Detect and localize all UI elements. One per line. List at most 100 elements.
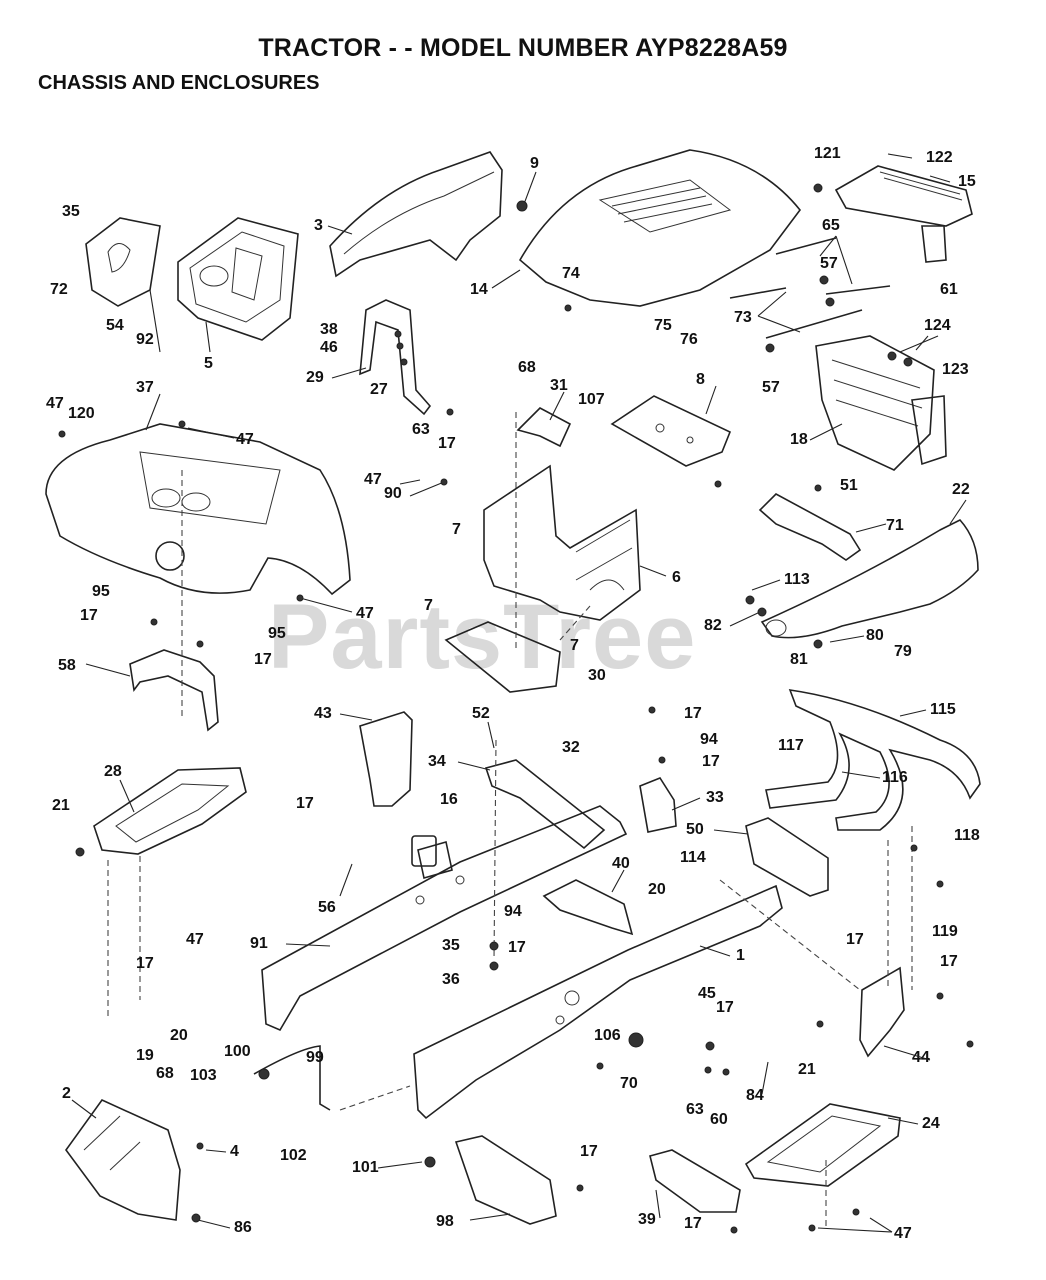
callout-82: 82 — [704, 617, 722, 634]
callout-43: 43 — [314, 705, 332, 722]
callout-79: 79 — [894, 643, 912, 660]
callout-35b: 35 — [442, 937, 460, 954]
callout-107: 107 — [578, 391, 605, 408]
rods-73-65-drawing — [729, 237, 891, 339]
bracket-44-drawing — [859, 966, 905, 1058]
callout-16: 16 — [440, 791, 458, 808]
frame-1-drawing — [413, 884, 783, 1120]
callout-117: 117 — [778, 737, 804, 754]
callout-65: 65 — [822, 217, 840, 234]
callout-94: 94 — [700, 731, 718, 748]
part-16-drawing — [411, 835, 437, 867]
callout-22: 22 — [952, 481, 970, 498]
callout-124: 124 — [924, 317, 951, 334]
callout-95b: 95 — [268, 625, 286, 642]
callout-1: 1 — [736, 947, 745, 964]
fender-3-drawing — [329, 151, 503, 278]
callout-63: 63 — [412, 421, 430, 438]
plate-8-drawing — [610, 395, 732, 467]
callout-20: 20 — [648, 881, 666, 898]
callout-14: 14 — [470, 281, 488, 298]
callout-32: 32 — [562, 739, 580, 756]
bumper-22-drawing — [760, 519, 979, 639]
callout-17j: 17 — [136, 955, 154, 972]
callout-21: 21 — [52, 797, 70, 814]
callout-47c: 47 — [364, 471, 382, 488]
callout-70: 70 — [620, 1075, 638, 1092]
grille-15-drawing — [834, 165, 973, 263]
guard-98-drawing — [454, 1135, 557, 1225]
callout-40: 40 — [612, 855, 630, 872]
leader-lines — [71, 153, 967, 1233]
callout-7: 7 — [452, 521, 461, 538]
callout-47e: 47 — [186, 931, 204, 948]
bracket-71-drawing — [758, 493, 862, 561]
callout-68b: 68 — [156, 1065, 174, 1082]
callout-35: 35 — [62, 203, 80, 220]
callout-80: 80 — [866, 627, 884, 644]
callout-54: 54 — [106, 317, 124, 334]
callout-33: 33 — [706, 789, 724, 806]
callout-101: 101 — [352, 1159, 379, 1176]
callout-7c: 7 — [570, 637, 579, 654]
callout-76: 76 — [680, 331, 698, 348]
callout-2: 2 — [62, 1085, 71, 1102]
callout-39: 39 — [638, 1211, 656, 1228]
callout-61: 61 — [940, 281, 958, 298]
roll-bar-115-drawing — [765, 689, 981, 831]
bracket-29-drawing — [359, 299, 432, 416]
callout-58: 58 — [58, 657, 76, 674]
bracket-31-drawing — [516, 407, 572, 448]
callout-17: 17 — [438, 435, 456, 452]
frame-91-drawing — [261, 805, 628, 1032]
callout-labels: 9 121 122 15 3 14 65 35 57 72 74 54 92 5… — [46, 145, 980, 1242]
firewall-6-drawing — [483, 464, 641, 621]
callout-115: 115 — [930, 701, 956, 718]
callout-122: 122 — [926, 149, 953, 166]
callout-51: 51 — [840, 477, 858, 494]
callout-17e: 17 — [702, 753, 720, 770]
fasteners — [58, 183, 974, 1234]
callout-94b: 94 — [504, 903, 522, 920]
callout-91: 91 — [250, 935, 268, 952]
callout-92: 92 — [136, 331, 154, 348]
callout-17c: 17 — [254, 651, 272, 668]
callout-8: 8 — [696, 371, 705, 388]
alignment-lines — [107, 412, 913, 1230]
callout-15: 15 — [958, 173, 976, 190]
callout-38: 38 — [320, 321, 338, 338]
callout-46: 46 — [320, 339, 338, 356]
callout-9: 9 — [530, 155, 539, 172]
plate-2-drawing — [65, 1099, 181, 1221]
section-title: CHASSIS AND ENCLOSURES — [38, 72, 320, 94]
callout-21b: 21 — [798, 1061, 816, 1078]
bracket-50-drawing — [745, 817, 829, 897]
callout-75: 75 — [654, 317, 672, 334]
frame-18-drawing — [815, 335, 947, 471]
callout-17l: 17 — [580, 1143, 598, 1160]
callout-29: 29 — [306, 369, 324, 386]
bracket-43-drawing — [359, 711, 413, 807]
callout-100: 100 — [224, 1043, 251, 1060]
callout-98: 98 — [436, 1213, 454, 1230]
callout-3: 3 — [314, 217, 323, 234]
callout-36: 36 — [442, 971, 460, 988]
callout-72: 72 — [50, 281, 68, 298]
lever-99-drawing — [253, 1045, 331, 1111]
callout-84: 84 — [746, 1087, 764, 1104]
callout-119: 119 — [932, 923, 958, 940]
callout-114: 114 — [680, 849, 706, 866]
callout-121: 121 — [814, 145, 841, 162]
bracket-34-drawing — [484, 759, 606, 850]
callout-57: 57 — [820, 255, 838, 272]
callout-5: 5 — [204, 355, 213, 372]
body-pan-37-drawing — [45, 423, 351, 596]
callout-27: 27 — [370, 381, 388, 398]
callout-118: 118 — [954, 827, 980, 844]
callout-47d: 47 — [356, 605, 374, 622]
callout-60: 60 — [710, 1111, 728, 1128]
callout-116: 116 — [882, 769, 908, 786]
footrest-24-drawing — [744, 1103, 901, 1187]
callout-17f: 17 — [296, 795, 314, 812]
callout-17i: 17 — [940, 953, 958, 970]
